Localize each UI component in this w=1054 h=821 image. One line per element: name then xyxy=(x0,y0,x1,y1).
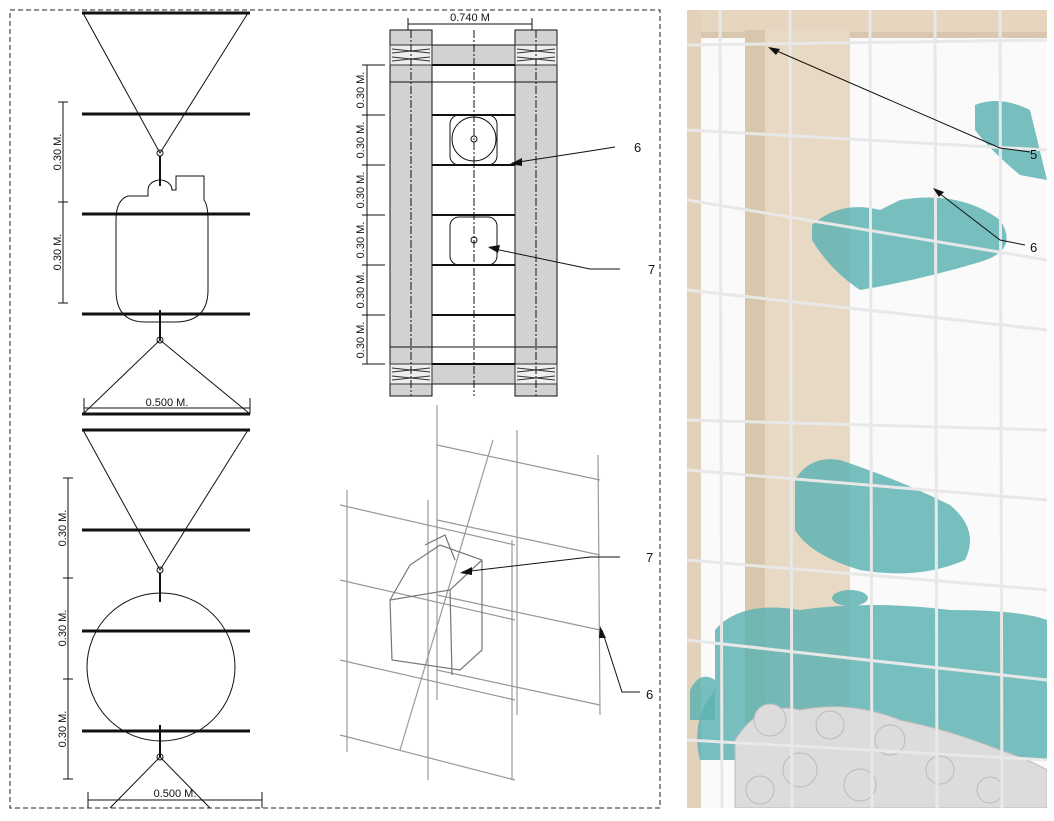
wire-mesh xyxy=(687,10,1047,808)
dimension-label: 0.30 M. xyxy=(57,610,69,647)
callout-7: 7 xyxy=(646,550,653,565)
jerrycan-outline xyxy=(115,175,209,323)
dimension-label: 0.30 M. xyxy=(355,272,367,309)
elevation-top: 0.30 M. 0.30 M. 0.500 M. xyxy=(52,11,251,416)
isometric-view: 7 6 xyxy=(339,405,653,781)
callout-6: 6 xyxy=(646,687,653,702)
callout-7: 7 xyxy=(648,262,655,277)
dimension-label: 0.740 M xyxy=(450,12,490,24)
dimension-label: 0.30 M. xyxy=(355,222,367,259)
plan-view: 0.740 M 0.30 M. 0.30 M. 0.30 M. 0.30 M. … xyxy=(355,12,655,397)
dimension-label: 0.30 M. xyxy=(355,122,367,159)
container-outline xyxy=(86,592,236,742)
elevation-bottom: 0.30 M. 0.30 M. 0.30 M. 0.500 M. xyxy=(57,428,263,809)
callout-6: 6 xyxy=(634,140,641,155)
dimension-label: 0.30 M. xyxy=(52,134,64,171)
dimension-label: 0.500 M. xyxy=(146,397,189,409)
callout-5: 5 xyxy=(1030,147,1037,162)
dimension-label: 0.30 M. xyxy=(355,72,367,109)
dimension-label: 0.500 M. xyxy=(154,788,197,800)
dimension-label: 0.30 M. xyxy=(57,510,69,547)
dimension-label: 0.30 M. xyxy=(52,234,64,271)
dimension-label: 0.30 M. xyxy=(355,322,367,359)
callout-6: 6 xyxy=(1030,240,1037,255)
drawing-frame xyxy=(9,9,661,809)
render-view: 5 6 xyxy=(687,10,1047,808)
dimension-label: 0.30 M. xyxy=(57,711,69,748)
dimension-label: 0.30 M. xyxy=(355,172,367,209)
